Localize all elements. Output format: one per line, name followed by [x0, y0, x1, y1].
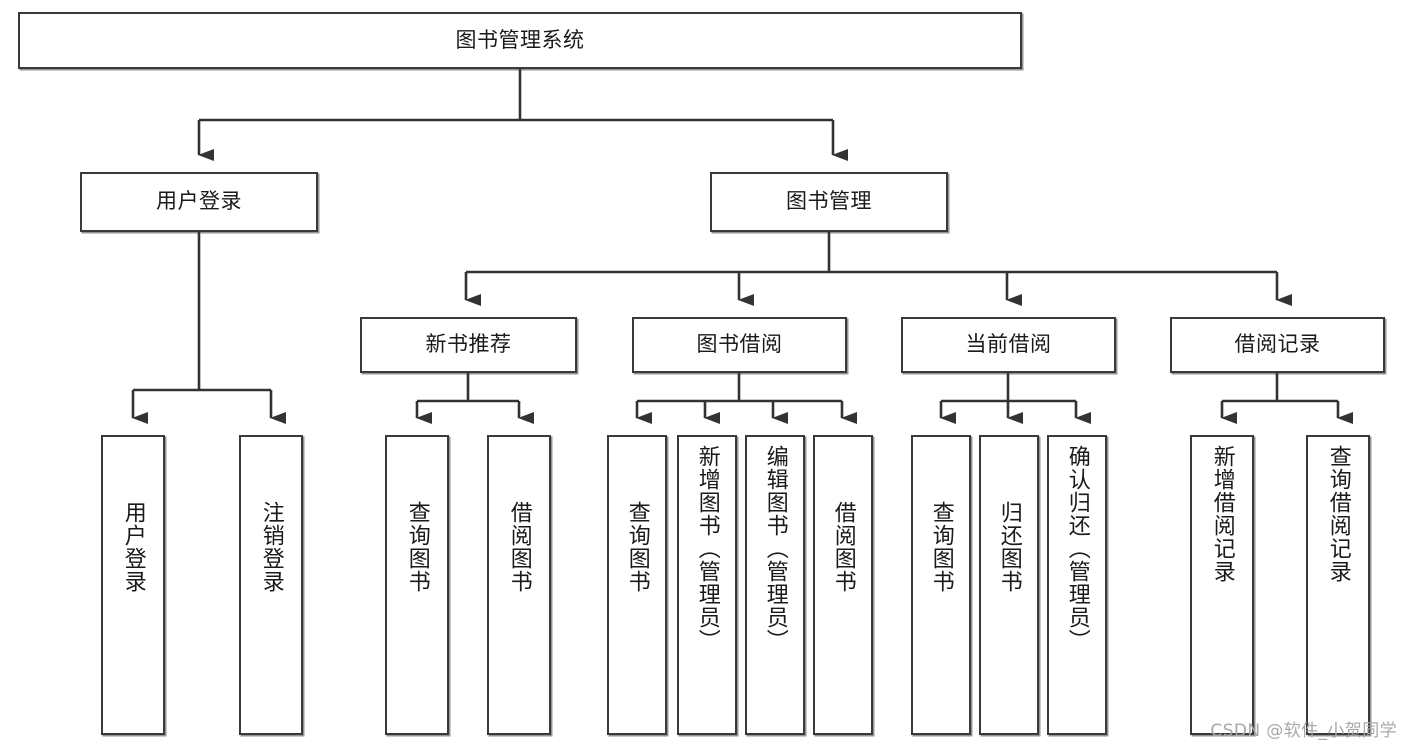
leaf-record-add-record[interactable]: 新增借阅记录: [1190, 435, 1254, 735]
leaf-current-return-book[interactable]: 归还图书: [979, 435, 1039, 735]
leaf-current-query-book-label: 查询图书: [928, 501, 954, 593]
leaf-borrow-query-book[interactable]: 查询图书: [607, 435, 667, 735]
leaf-recommend-borrow-book-label: 借阅图书: [506, 501, 532, 593]
node-root-label: 图书管理系统: [455, 27, 585, 52]
leaf-borrow-edit-book-admin-label: 编辑图书（管理员）: [762, 445, 788, 652]
node-book-management-label: 图书管理: [786, 189, 872, 214]
leaf-borrow-borrow-book[interactable]: 借阅图书: [813, 435, 873, 735]
leaf-record-query-record-label: 查询借阅记录: [1325, 445, 1351, 583]
leaf-user-login-logout[interactable]: 注销登录: [239, 435, 303, 735]
leaf-current-confirm-return-admin[interactable]: 确认归还（管理员）: [1047, 435, 1107, 735]
node-current-borrow[interactable]: 当前借阅: [901, 317, 1116, 373]
leaf-current-return-book-label: 归还图书: [996, 501, 1022, 593]
node-new-book-recommend[interactable]: 新书推荐: [360, 317, 577, 373]
node-new-book-recommend-label: 新书推荐: [425, 332, 512, 357]
node-book-borrow[interactable]: 图书借阅: [632, 317, 847, 373]
leaf-record-add-record-label: 新增借阅记录: [1209, 445, 1235, 583]
node-book-management[interactable]: 图书管理: [710, 172, 948, 232]
node-user-login[interactable]: 用户登录: [80, 172, 318, 232]
node-user-login-label: 用户登录: [156, 189, 242, 214]
leaf-user-login-login-label: 用户登录: [120, 501, 146, 593]
leaf-borrow-edit-book-admin[interactable]: 编辑图书（管理员）: [745, 435, 805, 735]
leaf-borrow-add-book-admin-label: 新增图书（管理员）: [694, 445, 720, 652]
node-book-borrow-label: 图书借阅: [696, 332, 783, 357]
node-borrow-record[interactable]: 借阅记录: [1170, 317, 1385, 373]
node-root[interactable]: 图书管理系统: [18, 12, 1022, 69]
node-borrow-record-label: 借阅记录: [1234, 332, 1321, 357]
leaf-user-login-login[interactable]: 用户登录: [101, 435, 165, 735]
leaf-borrow-query-book-label: 查询图书: [624, 501, 650, 593]
leaf-recommend-query-book[interactable]: 查询图书: [385, 435, 449, 735]
leaf-record-query-record[interactable]: 查询借阅记录: [1306, 435, 1370, 735]
leaf-recommend-borrow-book[interactable]: 借阅图书: [487, 435, 551, 735]
leaf-recommend-query-book-label: 查询图书: [404, 501, 430, 593]
leaf-current-confirm-return-admin-label: 确认归还（管理员）: [1064, 445, 1090, 652]
leaf-user-login-logout-label: 注销登录: [258, 501, 284, 593]
node-current-borrow-label: 当前借阅: [965, 332, 1052, 357]
leaf-current-query-book[interactable]: 查询图书: [911, 435, 971, 735]
leaf-borrow-add-book-admin[interactable]: 新增图书（管理员）: [677, 435, 737, 735]
leaf-borrow-borrow-book-label: 借阅图书: [830, 501, 856, 593]
csdn-watermark: CSDN @软件_小贺同学: [1210, 721, 1397, 741]
